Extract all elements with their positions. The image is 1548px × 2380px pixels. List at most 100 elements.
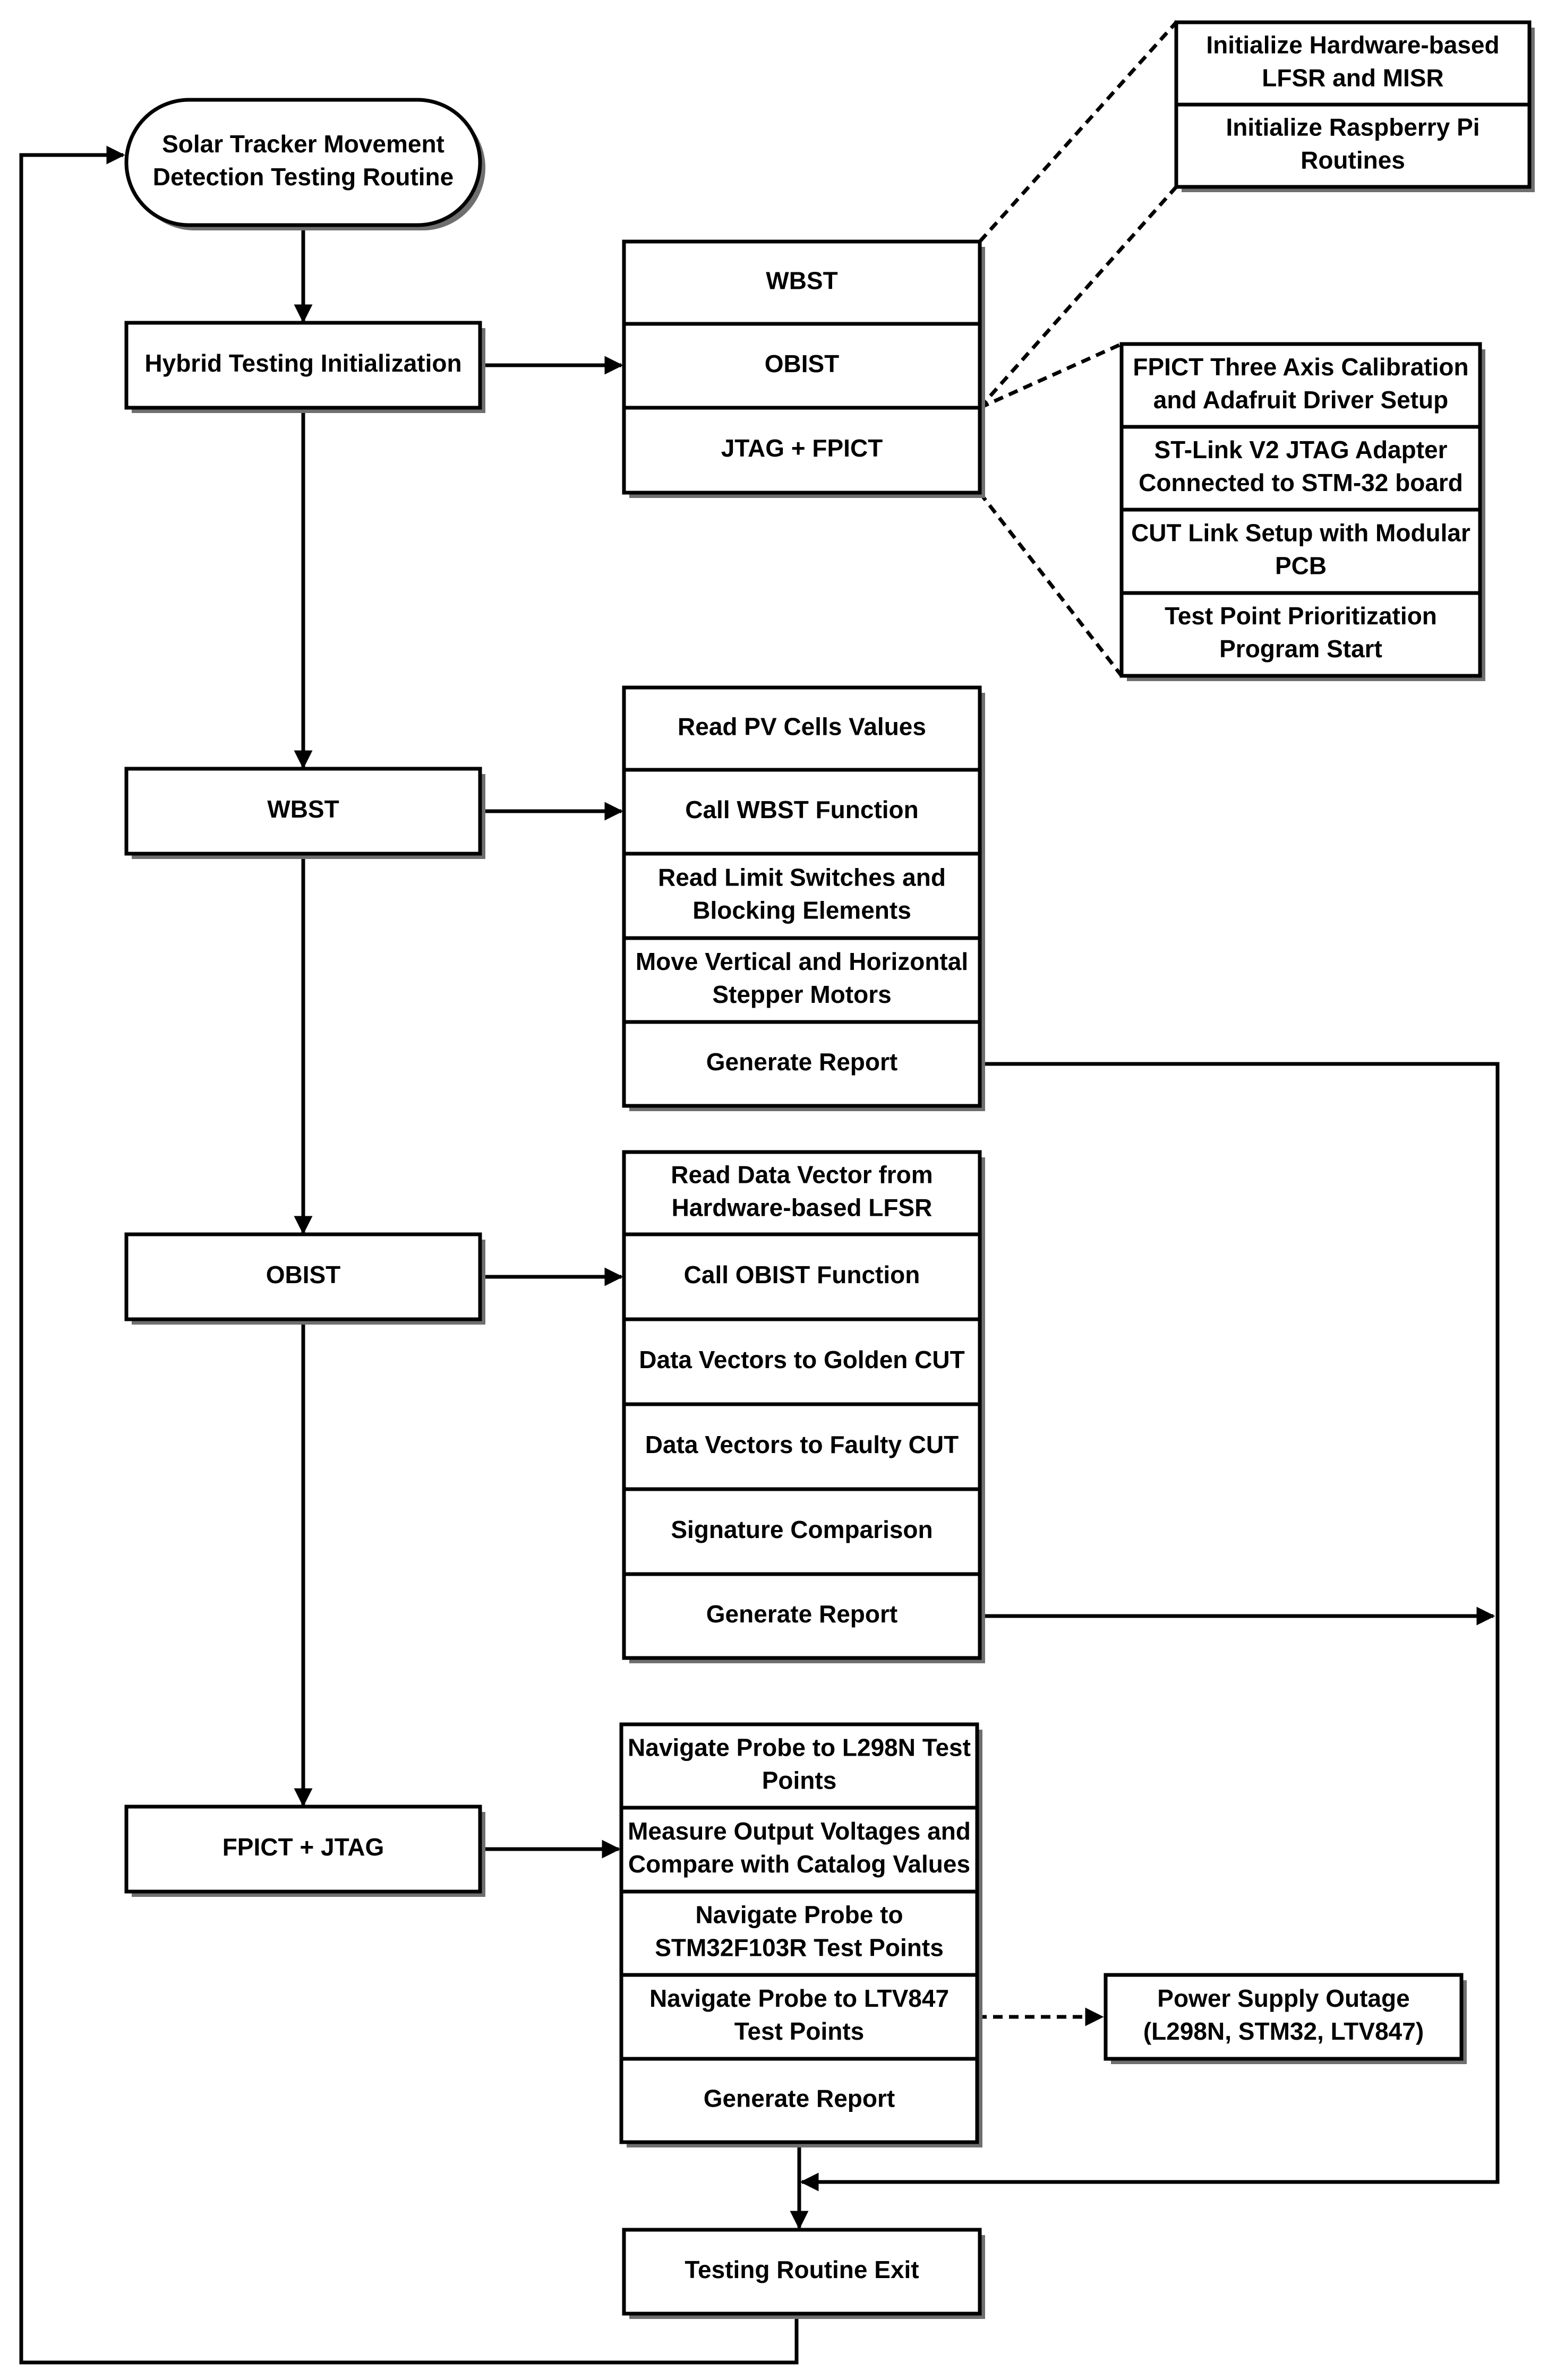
step-exit: Testing Routine Exit <box>622 2228 985 2319</box>
step-fpict-jtag-label: FPICT + JTAG <box>223 1833 384 1861</box>
dash-fpict-detail-top <box>979 342 1123 410</box>
obist-step-2: Data Vectors to Golden CUT <box>622 1317 985 1410</box>
dash-wbst-detail-bottom <box>978 185 1178 409</box>
start-terminal-label: Solar Tracker Movement <box>162 130 444 158</box>
fpict-step-4-frame <box>619 2057 979 2144</box>
wbst-step-0-label: Read PV Cells Values <box>678 713 926 741</box>
fpict-step-4-label: Generate Report <box>704 2085 895 2112</box>
wbst-step-3-label: Move Vertical and Horizontal <box>636 948 968 975</box>
wbst-step-1-frame <box>622 768 982 856</box>
obist-step-2-frame <box>622 1317 982 1406</box>
fpict-init-detail-2-label: PCB <box>1275 552 1327 580</box>
step-wbst-frame <box>124 767 482 856</box>
wbst-step-4: Generate Report <box>622 1020 985 1111</box>
obist-step-3-label: Data Vectors to Faulty CUT <box>645 1431 959 1458</box>
fpict-init-detail-2-label: CUT Link Setup with Modular <box>1131 519 1470 547</box>
power-outage: Power Supply Outage (L298N, STM32, LTV847… <box>1104 1973 1467 2064</box>
wbst-init-detail-1-label: Initialize Raspberry Pi <box>1226 114 1479 141</box>
obist-step-4: Signature Comparison <box>622 1487 985 1579</box>
fpict-step-3-label: Test Points <box>734 2017 865 2045</box>
fpict-step-0-label: Points <box>762 1767 837 1794</box>
wbst-init-detail-0-label: LFSR and MISR <box>1262 64 1443 92</box>
obist-step-3-frame <box>622 1402 982 1491</box>
fpict-step-4: Generate Report <box>619 2057 982 2147</box>
dash-fpict-detail-bottom <box>978 491 1123 677</box>
power-outage-label: (L298N, STM32, LTV847) <box>1143 2017 1424 2045</box>
fpict-step-0-frame <box>619 1722 979 1810</box>
power-outage-frame <box>1104 1973 1464 2061</box>
fpict-init-detail-0-label: and Adafruit Driver Setup <box>1153 386 1448 414</box>
fpict-step-1-label: Compare with Catalog Values <box>628 1850 970 1878</box>
wbst-step-1: Call WBST Function <box>622 768 985 859</box>
wbst-step-2-label: Read Limit Switches and <box>658 864 946 891</box>
fpict-step-3-label: Navigate Probe to LTV847 <box>649 1984 949 2012</box>
wbst-step-2-label: Blocking Elements <box>692 897 911 924</box>
fpict-step-2-frame <box>619 1889 979 1977</box>
obist-step-1-frame <box>622 1232 982 1321</box>
loop-back-line <box>19 145 799 2365</box>
wbst-init-detail-1-label: Routines <box>1301 147 1405 174</box>
fpict-init-detail-3-label: Program Start <box>1219 635 1382 663</box>
step-fpict-jtag: FPICT + JTAG <box>124 1805 485 1897</box>
init-group-0: WBST <box>622 239 985 329</box>
dash-wbst-detail-top <box>978 21 1178 243</box>
wbst-step-0-frame <box>622 685 982 772</box>
start-terminal-frame <box>124 98 482 227</box>
step-hybrid-init-label: Hybrid Testing Initialization <box>144 349 461 377</box>
init-group-1: OBIST <box>622 322 985 413</box>
init-group-2-label: JTAG + FPICT <box>721 434 883 462</box>
wbst-step-4-frame <box>622 1020 982 1108</box>
fpict-init-detail-3-label: Test Point Prioritization <box>1165 602 1437 630</box>
wbst-init-detail-1: Initialize Raspberry Pi Routines <box>1174 102 1535 192</box>
power-outage-label: Power Supply Outage <box>1157 1984 1409 2012</box>
obist-step-4-frame <box>622 1487 982 1576</box>
obist-step-0-label: Hardware-based LFSR <box>672 1194 933 1222</box>
step-fpict-jtag-frame <box>124 1805 482 1894</box>
obist-step-5: Generate Report <box>622 1572 985 1663</box>
fpict-step-2-label: Navigate Probe to <box>695 1901 903 1929</box>
connector-layer <box>19 21 1500 2365</box>
init-group-1-label: OBIST <box>765 350 840 377</box>
fpict-init-detail-1-label: ST-Link V2 JTAG Adapter <box>1154 436 1447 463</box>
start-terminal-label: Detection Testing Routine <box>153 163 454 191</box>
init-group-0-label: WBST <box>766 267 837 295</box>
wbst-init-detail-0-label: Initialize Hardware-based <box>1206 31 1499 59</box>
init-group-2-frame <box>622 406 982 495</box>
obist-step-5-frame <box>622 1572 982 1660</box>
obist-step-0-frame <box>622 1150 982 1236</box>
wbst-init-detail-1-frame <box>1174 102 1532 189</box>
init-group-2: JTAG + FPICT <box>622 406 985 498</box>
fpict-step-2-label: STM32F103R Test Points <box>655 1934 944 1962</box>
obist-step-0-label: Read Data Vector from <box>671 1161 933 1189</box>
fpict-step-0-label: Navigate Probe to L298N Test <box>628 1734 971 1762</box>
step-obist: OBIST <box>124 1232 485 1325</box>
step-exit-frame <box>622 2228 982 2316</box>
wbst-report-line <box>800 1062 1500 2192</box>
obist-step-3: Data Vectors to Faulty CUT <box>622 1402 985 1494</box>
init-group-0-frame <box>622 239 982 326</box>
step-hybrid-init-frame <box>124 321 482 410</box>
init-group-1-frame <box>622 322 982 410</box>
obist-step-2-label: Data Vectors to Golden CUT <box>639 1346 964 1373</box>
fpict-step-1-label: Measure Output Voltages and <box>628 1817 971 1845</box>
obist-step-4-label: Signature Comparison <box>671 1516 933 1543</box>
fpict-init-detail-3-frame <box>1119 591 1482 678</box>
fpict-step-2: Navigate Probe to STM32F103R Test Points <box>619 1889 982 1980</box>
wbst-step-3-label: Stepper Motors <box>712 981 891 1008</box>
obist-step-1-label: Call OBIST Function <box>684 1261 920 1288</box>
step-wbst: WBST <box>124 767 485 859</box>
obist-step-1: Call OBIST Function <box>622 1232 985 1325</box>
